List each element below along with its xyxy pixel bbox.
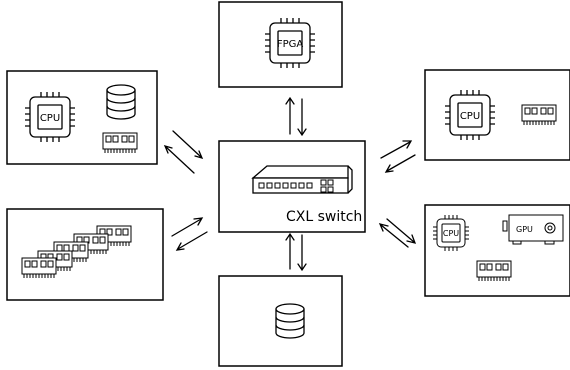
host-left-link-arrows [163,130,204,174]
host-gpu-node-box [424,204,570,297]
host-right-link-arrows [380,140,416,173]
gpu-card-icon [502,214,564,245]
memory-pool-link-arrows [171,217,208,251]
host-left-cpu-label: CPU [40,113,60,124]
fpga-chip-label: FPGA [277,39,304,50]
gpu-label: GPU [516,225,533,234]
storage-node-box [218,275,343,367]
host-left-node-box [6,70,158,165]
fpga-link-arrows [285,96,307,137]
database-icon [275,303,305,339]
switch-node-box [218,140,366,233]
memory-module-icon [102,132,138,154]
host-gpu-cpu-label: CPU [443,229,459,238]
memory-pool-node-box [6,208,164,301]
switch-label: CXL switch [286,209,362,225]
memory-module-stack-icon [21,225,132,279]
memory-module-icon [476,260,512,282]
memory-module-icon [521,104,557,126]
host-gpu-link-arrows [378,218,417,248]
fpga-node-box [218,1,343,88]
network-switch-icon [251,165,353,194]
host-right-cpu-label: CPU [460,111,480,122]
memory-module-icon [21,257,57,279]
storage-link-arrows [285,232,307,272]
database-icon [106,84,136,120]
host-right-node-box [424,69,570,161]
